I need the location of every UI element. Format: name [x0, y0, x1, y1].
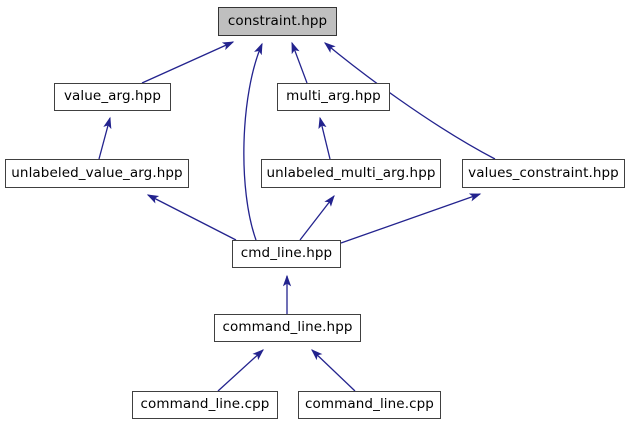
node-label: command_line.cpp: [140, 396, 270, 413]
node-multi-arg-hpp[interactable]: multi_arg.hpp: [277, 83, 390, 111]
node-command-line-hpp[interactable]: command_line.hpp: [214, 314, 361, 342]
node-cmd-line-hpp[interactable]: cmd_line.hpp: [232, 240, 341, 268]
edge-value-arg-to-constraint: [141, 41, 235, 84]
edge-values-constraint-to-constraint: [323, 42, 496, 160]
edge-unlabeled-multi-arg-to-multi-arg: [318, 116, 331, 160]
node-value-arg-hpp[interactable]: value_arg.hpp: [54, 83, 171, 111]
node-unlabeled-value-arg-hpp[interactable]: unlabeled_value_arg.hpp: [5, 159, 189, 188]
node-label: values_constraint.hpp: [468, 164, 619, 181]
edge-command-line-cpp-left-to-command-line-hpp: [217, 349, 264, 392]
node-label: multi_arg.hpp: [286, 88, 381, 105]
node-command-line-cpp-left[interactable]: command_line.cpp: [132, 391, 278, 419]
node-label: unlabeled_value_arg.hpp: [11, 164, 183, 181]
node-label: command_line.hpp: [222, 319, 353, 336]
node-label: command_line.cpp: [305, 396, 434, 413]
edge-cmd-line-to-constraint: [243, 42, 263, 241]
edge-cmd-line-to-unlabeled-multi-arg: [299, 194, 335, 241]
node-command-line-cpp-right[interactable]: command_line.cpp: [298, 391, 441, 419]
edge-command-line-cpp-right-to-command-line-hpp: [311, 349, 356, 392]
node-label: cmd_line.hpp: [240, 245, 333, 262]
node-constraint-hpp[interactable]: constraint.hpp: [218, 7, 337, 36]
edge-multi-arg-to-constraint: [291, 41, 308, 84]
node-label: constraint.hpp: [227, 12, 328, 29]
node-unlabeled-multi-arg-hpp[interactable]: unlabeled_multi_arg.hpp: [261, 159, 441, 188]
edge-cmd-line-to-values-constraint: [340, 193, 482, 244]
node-label: value_arg.hpp: [63, 88, 162, 105]
edge-cmd-line-to-unlabeled-value-arg: [146, 194, 237, 241]
edge-unlabeled-value-arg-to-value-arg: [98, 116, 112, 160]
node-values-constraint-hpp[interactable]: values_constraint.hpp: [462, 159, 625, 188]
node-label: unlabeled_multi_arg.hpp: [266, 164, 436, 181]
